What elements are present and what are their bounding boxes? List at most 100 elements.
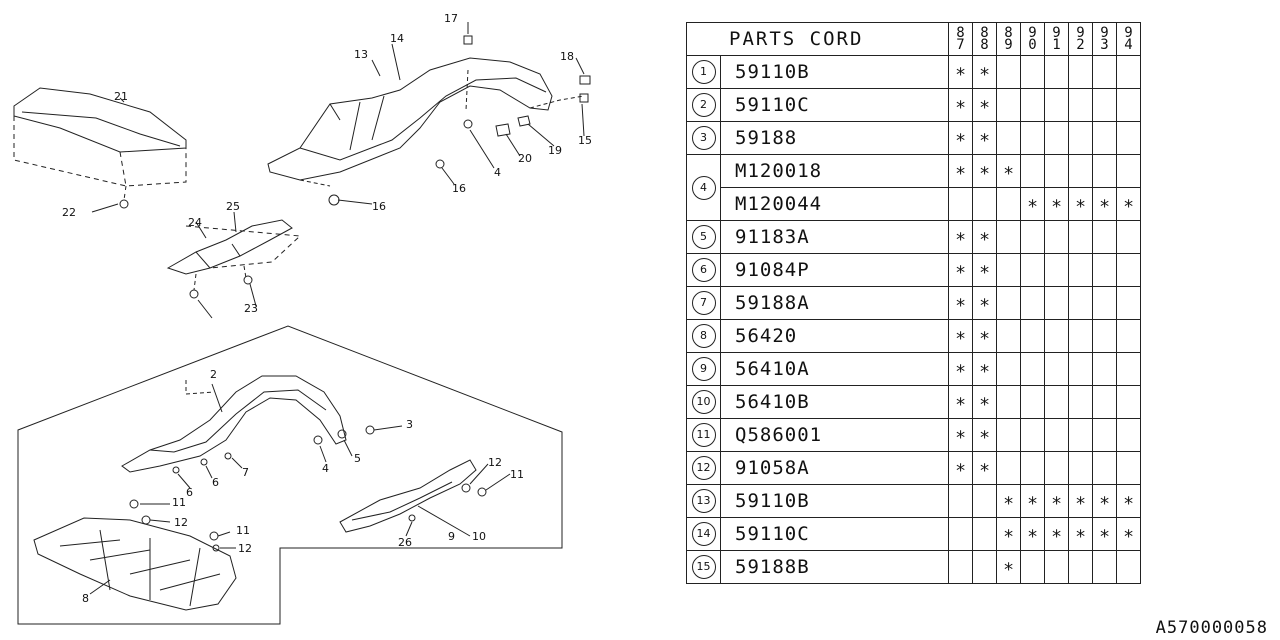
year-cell <box>1116 418 1141 452</box>
callout-21: 21 <box>114 90 128 103</box>
availability-mark: ∗ <box>1003 160 1014 181</box>
ref-number: 10 <box>691 390 716 414</box>
year-cell: ∗ <box>948 55 973 89</box>
availability-mark: ∗ <box>1075 523 1086 544</box>
ref-number: 3 <box>691 126 716 150</box>
availability-mark: ∗ <box>1051 193 1062 214</box>
availability-mark: ∗ <box>955 160 966 181</box>
availability-mark: ∗ <box>1027 193 1038 214</box>
year-cell <box>1020 88 1045 122</box>
year-cell <box>1092 121 1117 155</box>
availability-mark: ∗ <box>979 160 990 181</box>
part-code: M120018 <box>720 154 949 188</box>
callout-15: 15 <box>578 134 592 147</box>
year-cell <box>1068 88 1093 122</box>
year-cell <box>1068 319 1093 353</box>
ref-number: 6 <box>691 258 716 282</box>
year-cell: ∗ <box>948 286 973 320</box>
callout-11c: 11 <box>236 524 250 537</box>
ref-number-cell: 2 <box>686 88 721 122</box>
availability-mark: ∗ <box>979 391 990 412</box>
year-cell <box>1068 286 1093 320</box>
year-cell <box>1092 253 1117 287</box>
year-cell <box>996 121 1021 155</box>
callout-12c: 12 <box>238 542 252 555</box>
year-cell <box>996 88 1021 122</box>
availability-mark: ∗ <box>1003 490 1014 511</box>
callout-18: 18 <box>560 50 574 63</box>
year-header-bottom: 3 <box>1100 37 1109 53</box>
year-cell <box>996 253 1021 287</box>
year-cell: ∗ <box>1068 187 1093 221</box>
year-cell <box>1092 550 1117 584</box>
callout-5: 5 <box>354 452 361 465</box>
ref-number-cell: 4 <box>686 154 721 221</box>
callout-4: 4 <box>494 166 501 179</box>
callout-25: 25 <box>226 200 240 213</box>
callout-12: 12 <box>488 456 502 469</box>
callout-3: 3 <box>406 418 413 431</box>
year-cell: ∗ <box>948 220 973 254</box>
year-cell <box>1044 220 1069 254</box>
callout-4b: 4 <box>322 462 329 475</box>
year-header-top: 8 <box>1004 25 1013 41</box>
year-cell <box>1044 385 1069 419</box>
availability-mark: ∗ <box>979 358 990 379</box>
availability-mark: ∗ <box>955 259 966 280</box>
part-24-shape <box>166 219 302 299</box>
year-cell <box>1020 418 1045 452</box>
year-header-bottom: 0 <box>1028 37 1037 53</box>
availability-mark: ∗ <box>979 226 990 247</box>
part-13-shape <box>267 35 591 206</box>
year-cell: ∗ <box>972 385 997 419</box>
year-cell <box>1020 55 1045 89</box>
year-cell <box>1020 253 1045 287</box>
year-cell <box>1020 121 1045 155</box>
year-cell <box>996 385 1021 419</box>
year-header-top: 9 <box>1076 25 1085 41</box>
year-cell: ∗ <box>972 451 997 485</box>
year-cell <box>1044 88 1069 122</box>
year-cell <box>948 517 973 551</box>
year-cell <box>1116 253 1141 287</box>
year-cell <box>1068 550 1093 584</box>
part-code: 56410B <box>720 385 949 419</box>
year-cell: ∗ <box>1092 484 1117 518</box>
year-cell <box>972 550 997 584</box>
year-cell <box>1092 55 1117 89</box>
availability-mark: ∗ <box>1099 490 1110 511</box>
year-cell <box>1020 154 1045 188</box>
year-cell <box>1020 451 1045 485</box>
year-cell <box>1068 385 1093 419</box>
year-header-bottom: 2 <box>1076 37 1085 53</box>
availability-mark: ∗ <box>955 325 966 346</box>
year-header-bottom: 4 <box>1124 37 1133 53</box>
year-header-top: 9 <box>1052 25 1061 41</box>
year-header-top: 8 <box>980 25 989 41</box>
availability-mark: ∗ <box>1003 556 1014 577</box>
year-cell: ∗ <box>972 88 997 122</box>
callout-11: 11 <box>510 468 524 481</box>
availability-mark: ∗ <box>1051 490 1062 511</box>
year-cell: ∗ <box>972 121 997 155</box>
year-cell <box>996 220 1021 254</box>
year-cell <box>996 55 1021 89</box>
ref-number-cell: 14 <box>686 517 721 551</box>
ref-number: 13 <box>691 489 716 513</box>
year-cell <box>996 319 1021 353</box>
ref-number: 9 <box>691 357 716 381</box>
callout-2: 2 <box>210 368 217 381</box>
callout-19: 19 <box>548 144 562 157</box>
year-cell <box>948 484 973 518</box>
ref-number-cell: 5 <box>686 220 721 254</box>
year-cell: ∗ <box>972 286 997 320</box>
